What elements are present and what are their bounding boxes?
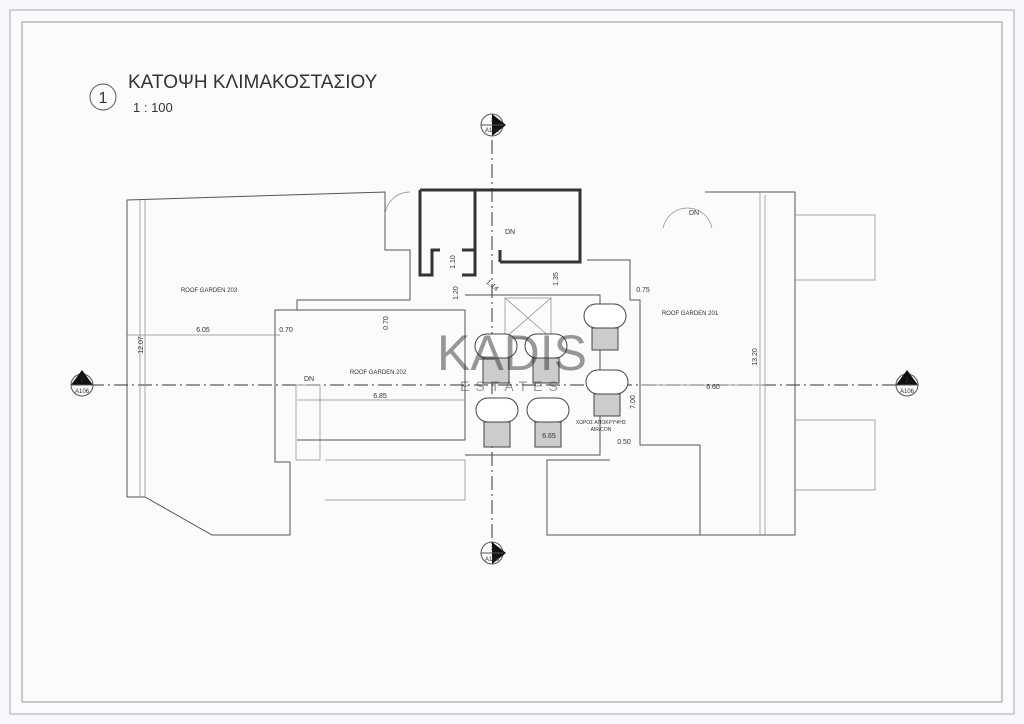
dimension-6-65: 6.65 (542, 433, 556, 440)
dimension-0-70: 0.70 (279, 327, 293, 334)
room-label-roof-garden-201: ROOF GARDEN 201 (662, 311, 719, 317)
dimension-7-00: 7.00 (630, 395, 637, 409)
spiral-stair-203 (384, 191, 411, 216)
section-number: 2 (80, 378, 84, 384)
dimension-6-60: 6.60 (706, 384, 720, 391)
dimension-1-35: 1.35 (553, 272, 560, 286)
section-sheet: A106 (485, 557, 500, 563)
view-number: 1 (99, 90, 108, 107)
view-title: 1 ΚΑΤΟΨΗ ΚΛΙΜΑΚΟΣΤΑΣΙΟΥ 1 : 100 (89, 72, 378, 115)
view-number-circle (89, 83, 117, 111)
spiral-stair-201 (662, 207, 713, 229)
watermark-subtitle: ESTATES (460, 378, 564, 394)
dimension-6-85: 6.85 (373, 393, 387, 400)
view-scale: 1 : 100 (133, 100, 173, 115)
section-number: 1 (490, 546, 494, 552)
section-marker-top: 1 A106 (480, 113, 506, 137)
section-sheet: A106 (900, 389, 915, 395)
dimension-0-50: 0.50 (617, 439, 631, 446)
room-label-aircon-area: ΧΩΡΟΣ ΑΠΟΚΡΥΨΗΣ (576, 420, 626, 426)
dimension-13-20: 13.20 (752, 348, 759, 366)
room-label-roof-garden-203: ROOF GARDEN 203 (181, 288, 238, 294)
section-marker-bottom: 1 A106 (480, 541, 506, 565)
dimension-6-05: 6.05 (196, 327, 210, 334)
dimension-0-70-vertical: 0.70 (383, 316, 390, 330)
stair-dn-label: DN (689, 210, 699, 217)
dimension-lines (127, 192, 765, 535)
inner-border (21, 21, 1003, 703)
room-label-roof-garden-202: ROOF GARDEN 202 (350, 370, 407, 376)
room-label-aircon: AIR/CON (591, 427, 612, 433)
dimension-0-75: 0.75 (636, 287, 650, 294)
section-sheet: A106 (75, 389, 90, 395)
dimension-1-10: 1.10 (450, 255, 457, 269)
sheet-border (9, 9, 1015, 715)
section-number: 2 (905, 378, 909, 384)
dimension-1-20: 1.20 (453, 286, 460, 300)
stair-202 (295, 384, 321, 461)
section-sheet: A106 (485, 128, 500, 134)
stair-dn-label: DN (505, 229, 515, 236)
building-outline (126, 188, 876, 536)
section-number: 1 (490, 118, 494, 124)
view-title-text: ΚΑΤΟΨΗ ΚΛΙΜΑΚΟΣΤΑΣΙΟΥ (128, 72, 378, 93)
section-marker-right: 2 A106 (895, 370, 919, 397)
stair-dn-label: DN (304, 376, 314, 383)
watermark-logo: KADIS (437, 325, 587, 381)
ac-units (474, 303, 629, 448)
dimension-12-07: 12.07 (138, 336, 145, 354)
section-marker-left: 2 A106 (70, 370, 94, 397)
